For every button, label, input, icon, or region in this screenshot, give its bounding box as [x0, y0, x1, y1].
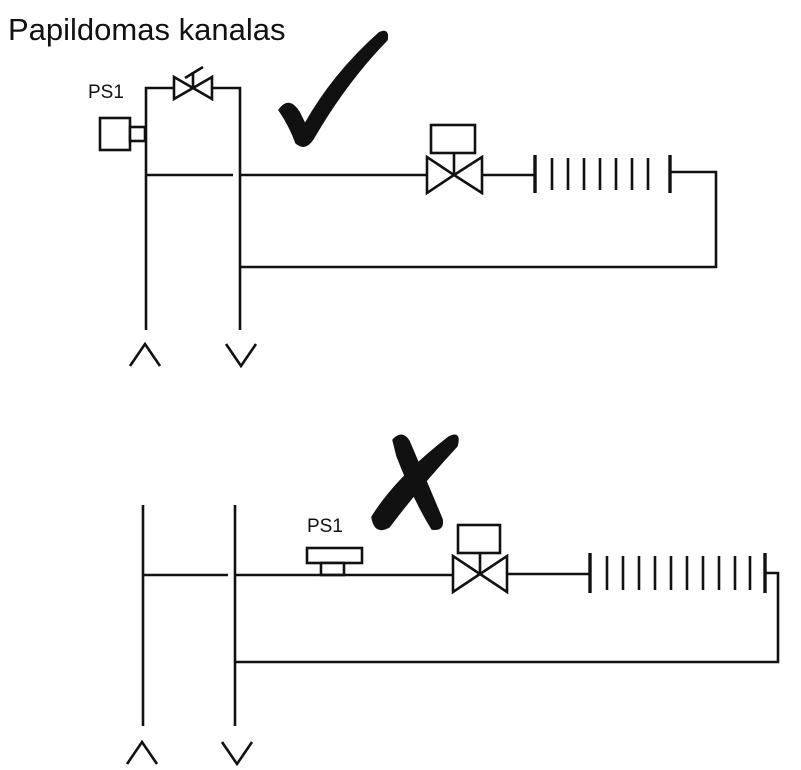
bottom-return-loop: [235, 571, 780, 664]
top-motorized-valve: [425, 123, 484, 196]
bottom-motorized-valve: [451, 523, 509, 595]
top-up-arrow-icon: [128, 341, 162, 367]
cross-mark-icon: [371, 434, 459, 531]
top-ps1-label: PS1: [88, 82, 124, 103]
top-heat-exchanger: [533, 155, 672, 193]
top-down-arrow-icon: [224, 343, 258, 369]
top-return-loop: [240, 170, 718, 269]
top-diagram: Papildomas kanalas PS1: [8, 12, 718, 369]
bottom-ps1-label: PS1: [307, 516, 343, 537]
bottom-up-arrow-icon: [125, 739, 159, 765]
bottom-down-arrow-icon: [220, 741, 254, 767]
bypass-channel-title: Papildomas kanalas: [8, 12, 285, 47]
top-pressure-sensor-connector: [128, 125, 147, 143]
bottom-diagram: PS1: [125, 434, 780, 767]
check-mark-icon: [278, 30, 389, 147]
top-bypass-valve: [172, 65, 214, 102]
bottom-pressure-sensor: [305, 546, 364, 577]
bottom-heat-exchanger: [588, 553, 767, 593]
top-pressure-sensor-body: [98, 116, 132, 152]
